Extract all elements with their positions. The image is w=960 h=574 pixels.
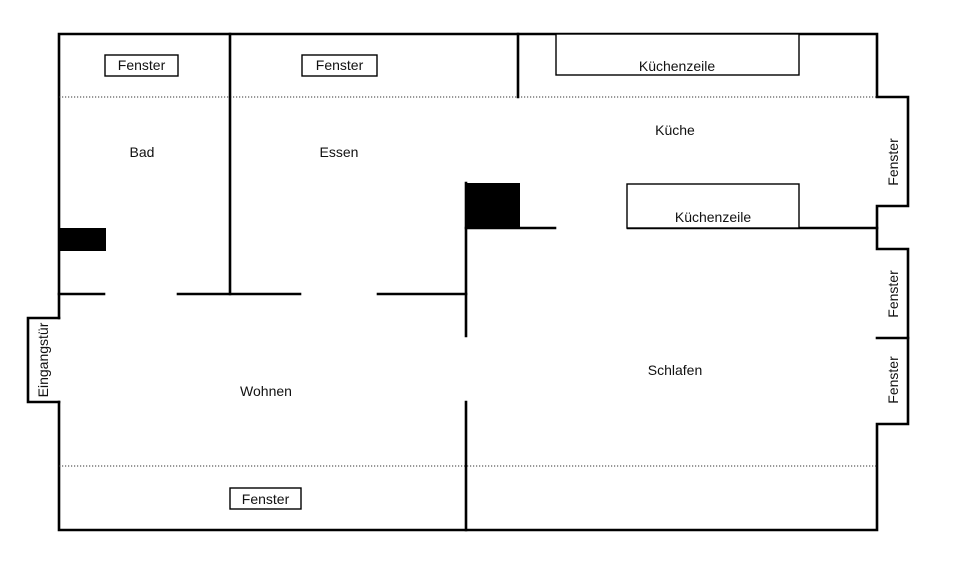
kitchen-counter-top-label: Küchenzeile bbox=[639, 58, 715, 74]
window-label-schlafen-1: Fenster bbox=[885, 270, 901, 318]
window-label-bad: Fenster bbox=[118, 57, 166, 73]
room-label-wohnen: Wohnen bbox=[240, 383, 292, 399]
room-label-essen: Essen bbox=[320, 144, 359, 160]
interior-walls bbox=[57, 32, 910, 532]
window-label-wohnen: Fenster bbox=[242, 491, 290, 507]
room-label-schlafen: Schlafen bbox=[648, 362, 702, 378]
kitchen-counter-top bbox=[555, 33, 800, 76]
chimney-block-kitchen bbox=[466, 183, 520, 228]
window-box-essen bbox=[301, 54, 378, 77]
window-label-essen: Fenster bbox=[316, 57, 364, 73]
window-label-schlafen-2: Fenster bbox=[885, 356, 901, 404]
window-box-bad bbox=[104, 54, 179, 77]
kitchen-counter-middle-label: Küchenzeile bbox=[675, 209, 751, 225]
room-label-bad: Bad bbox=[130, 144, 155, 160]
outer-wall bbox=[57, 32, 910, 532]
shaft-block-bath bbox=[59, 228, 106, 251]
room-label-kueche: Küche bbox=[655, 122, 695, 138]
entrance-door bbox=[26, 316, 61, 404]
window-box-wohnen bbox=[229, 487, 302, 510]
window-label-kueche: Fenster bbox=[885, 138, 901, 186]
kitchen-counter-middle bbox=[626, 183, 800, 229]
entrance-door-label: Eingangstür bbox=[35, 322, 51, 397]
